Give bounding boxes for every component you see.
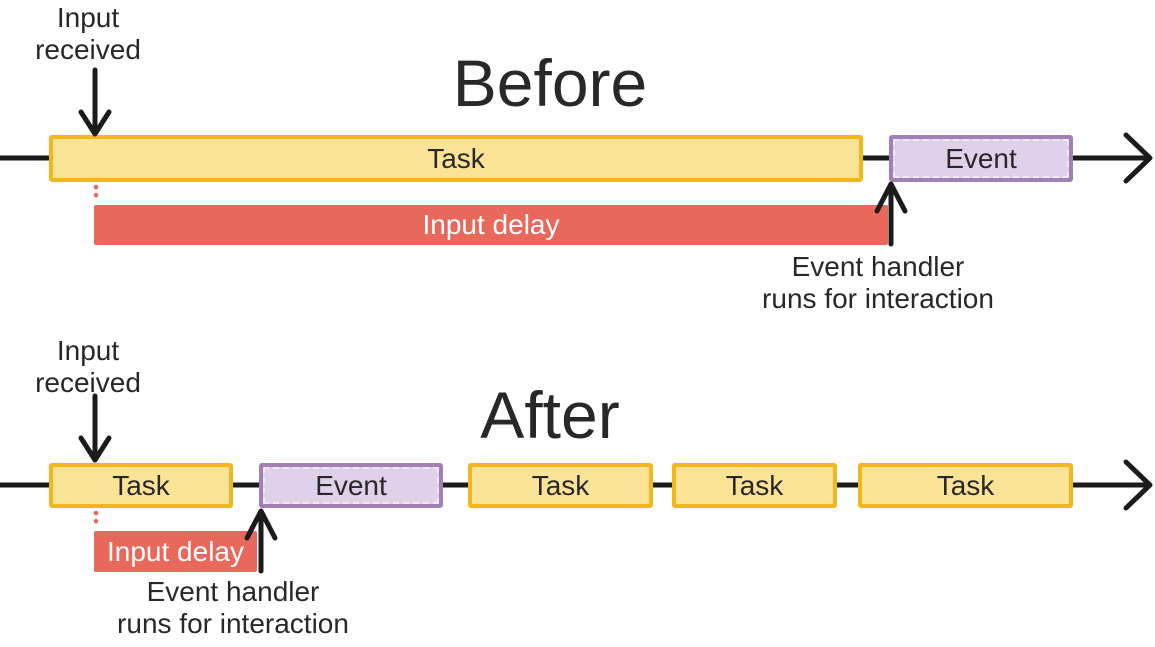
task-bar: Task [49, 463, 233, 508]
input-delay-label: Input delay [107, 535, 244, 567]
task-bar: Task [49, 135, 863, 182]
task-label: Task [725, 469, 784, 501]
input-received-label: Input received [35, 335, 141, 398]
task-bar: Task [468, 463, 653, 508]
input-received-label: Input received [35, 2, 141, 65]
after-title: After [480, 378, 620, 452]
input-delay-label: Input delay [422, 209, 560, 240]
before-title: Before [452, 46, 648, 120]
task-bar: Task [858, 463, 1073, 508]
task-label: Task [531, 469, 590, 501]
event-label: Event [945, 142, 1017, 174]
task-label: Task [427, 142, 485, 174]
input-delay-bar: Input delay [94, 531, 257, 572]
input-arrow-icon [78, 67, 112, 137]
event-label: Event [315, 469, 387, 501]
task-label: Task [936, 469, 995, 501]
event-handler-label: Event handler runs for interaction [762, 251, 994, 314]
input-arrow-icon [78, 393, 112, 463]
timeline-arrow-icon [1123, 459, 1153, 511]
event-bar: Event [889, 135, 1073, 182]
timeline-arrow-icon [1123, 132, 1153, 184]
event-handler-label: Event handler runs for interaction [117, 576, 349, 639]
input-delay-bar: Input delay [94, 205, 888, 245]
task-label: Task [112, 469, 170, 501]
event-bar: Event [259, 463, 443, 508]
task-bar: Task [672, 463, 837, 508]
